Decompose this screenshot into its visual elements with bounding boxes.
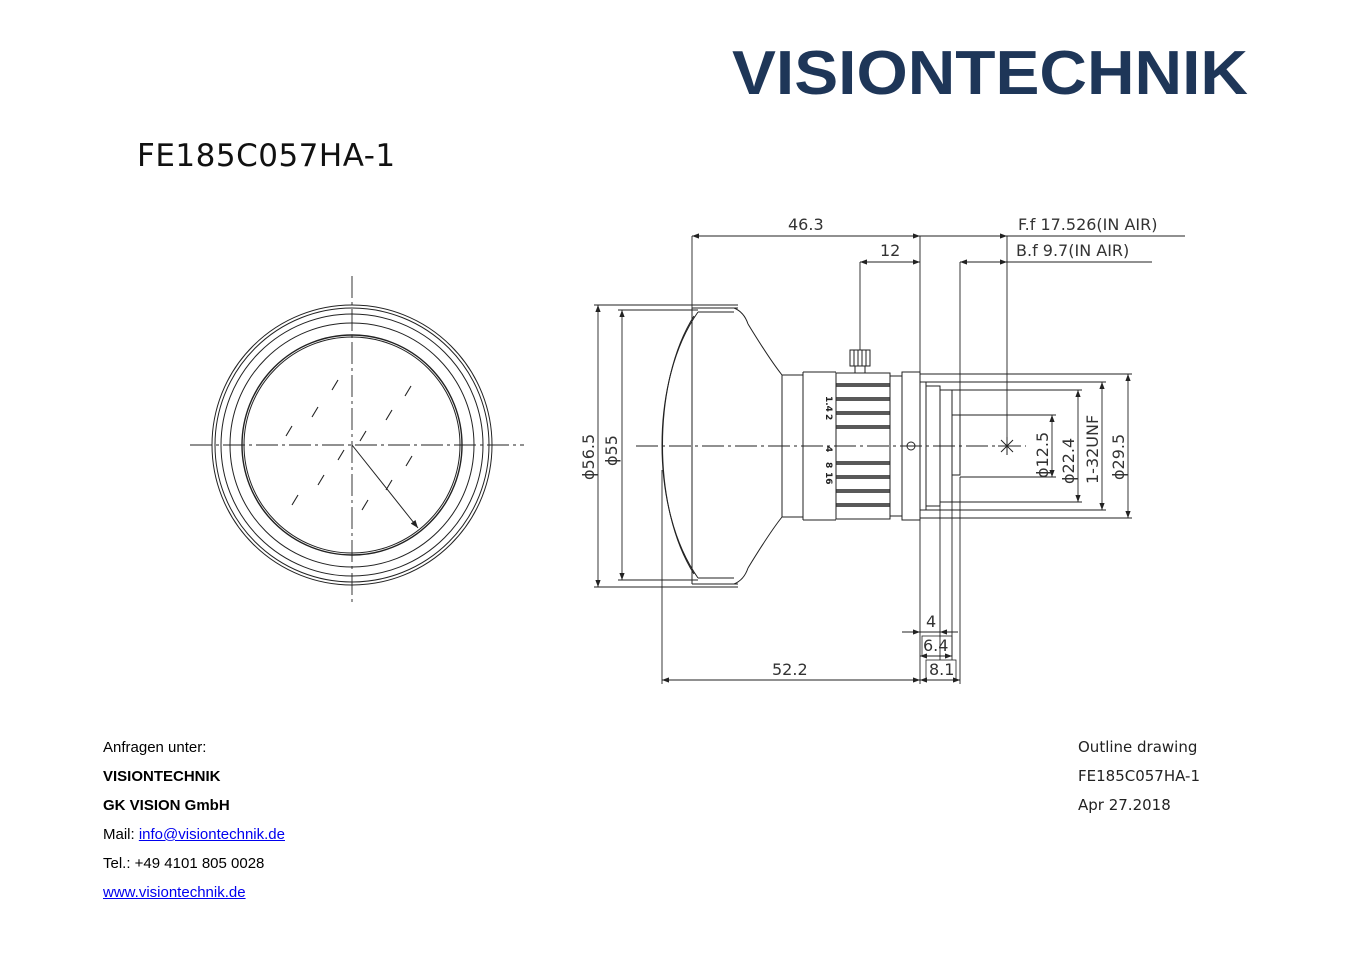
- contact-intro: Anfragen unter:: [103, 739, 207, 756]
- side-view: [636, 307, 1026, 585]
- mark-1-4: 1.4: [823, 396, 833, 412]
- mark-8: 8: [823, 462, 833, 468]
- contact-tel: Tel.: +49 4101 805 0028: [103, 855, 265, 872]
- contact-block: Anfragen unter: VISIONTECHNIK GK VISION …: [103, 733, 285, 907]
- dim-6-4: 6.4: [923, 636, 948, 655]
- front-view: [190, 276, 524, 606]
- dim-4: 4: [926, 612, 936, 631]
- contact-web-row: www.visiontechnik.de: [103, 878, 285, 907]
- contact-mail-row: Mail: info@visiontechnik.de: [103, 820, 285, 849]
- logo-text: VISIONTECHNIK: [732, 39, 1248, 106]
- dim-phi-56-5: ϕ56.5: [579, 434, 598, 480]
- outline-info: Outline drawing FE185C057HA-1 Apr 27.201…: [1078, 733, 1200, 820]
- mark-16: 16: [823, 472, 833, 485]
- aperture-marks: 1.4 2 4 8 16: [823, 396, 833, 485]
- dim-12: 12: [880, 241, 900, 260]
- mail-link[interactable]: info@visiontechnik.de: [138, 826, 285, 843]
- contact-company-1: VISIONTECHNIK: [103, 768, 221, 785]
- dim-46-3: 46.3: [788, 215, 824, 234]
- mark-4: 4: [823, 446, 833, 452]
- mail-label: Mail:: [103, 826, 139, 843]
- dim-phi-55: ϕ55: [602, 435, 621, 466]
- dim-ff: F.f 17.526(IN AIR): [1018, 215, 1157, 234]
- dim-52-2: 52.2: [772, 660, 808, 679]
- outline-date: Apr 27.2018: [1078, 796, 1171, 814]
- outline-title: Outline drawing: [1078, 738, 1198, 756]
- dim-phi-29-5: ϕ29.5: [1109, 434, 1128, 480]
- mark-2: 2: [823, 414, 833, 420]
- dim-8-1: 8.1: [929, 660, 954, 679]
- dim-phi-22-4: ϕ22.4: [1059, 438, 1078, 484]
- dim-unf: 1-32UNF: [1083, 415, 1102, 484]
- model-title: FE185C057HA-1: [137, 138, 396, 174]
- dimension-lines: [594, 233, 1185, 684]
- visiontechnik-logo: VISIONTECHNIK: [732, 39, 1248, 106]
- web-link[interactable]: www.visiontechnik.de: [103, 884, 246, 901]
- dim-phi-12-5: ϕ12.5: [1033, 432, 1052, 478]
- outline-model: FE185C057HA-1: [1078, 767, 1201, 785]
- dim-bf: B.f 9.7(IN AIR): [1016, 241, 1129, 260]
- dimension-labels: 46.3 F.f 17.526(IN AIR) 12 B.f 9.7(IN AI…: [579, 215, 1157, 679]
- contact-company-2: GK VISION GmbH: [103, 797, 230, 814]
